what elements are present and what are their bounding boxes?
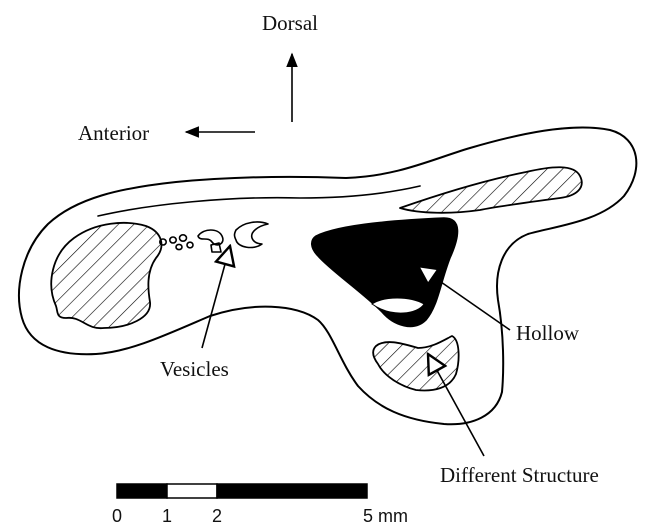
scale-bar xyxy=(117,484,367,498)
dorsal-label: Dorsal xyxy=(262,11,318,35)
lower-hatched-region xyxy=(373,336,458,390)
inner-membrane-line xyxy=(98,186,420,216)
vesicle xyxy=(235,222,269,247)
scale-tick-5: 5 mm xyxy=(363,506,408,526)
vesicle xyxy=(187,242,193,248)
different-structure-label: Different Structure xyxy=(440,463,599,487)
left-hatched-region xyxy=(51,223,161,328)
scale-bar-segment-2-5 xyxy=(217,484,367,498)
vesicle xyxy=(211,243,221,252)
hollow-label: Hollow xyxy=(516,321,580,345)
vesicle-cluster xyxy=(160,222,268,252)
vesicle xyxy=(176,244,182,249)
scale-tick-0: 0 xyxy=(112,506,122,526)
anterior-label: Anterior xyxy=(78,121,149,145)
scale-tick-1: 1 xyxy=(162,506,172,526)
scale-tick-2: 2 xyxy=(212,506,222,526)
vesicles-label: Vesicles xyxy=(160,357,229,381)
upper-right-hatched-region xyxy=(400,167,582,213)
scale-bar-segment-1-2 xyxy=(167,484,217,498)
vesicle xyxy=(170,237,176,243)
scale-bar-segment-0-1 xyxy=(117,484,167,498)
vesicle xyxy=(180,235,187,241)
vesicles-pointer xyxy=(202,246,230,348)
